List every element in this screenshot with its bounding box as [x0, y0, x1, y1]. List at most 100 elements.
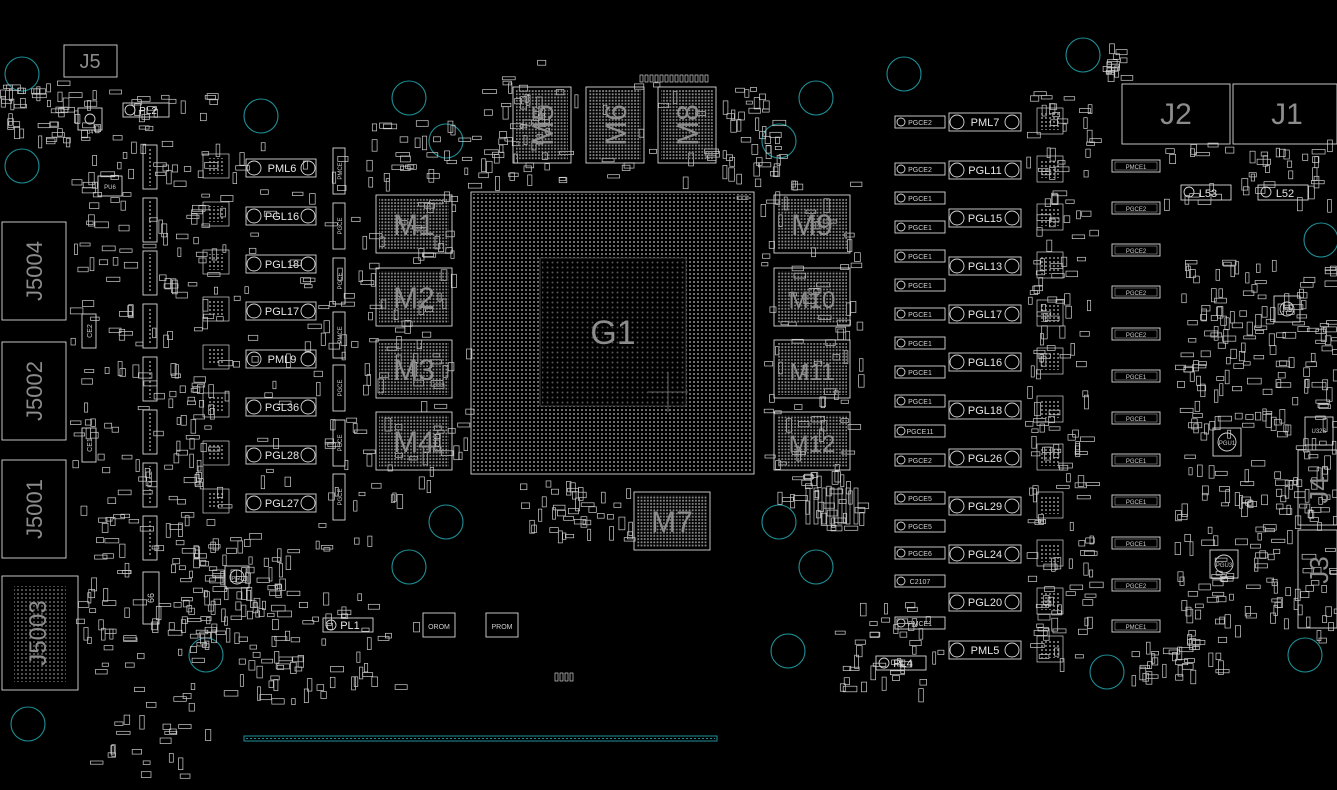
capacitor[interactable]: PGCE1 — [894, 249, 946, 263]
chip-pg0[interactable]: PG0 — [224, 565, 250, 589]
capacitor[interactable]: PGCE — [332, 364, 346, 412]
capacitor[interactable]: PGCE1 — [894, 307, 946, 321]
memory-chip[interactable]: M5 — [512, 86, 572, 164]
capacitor[interactable]: PGCE2 — [1111, 285, 1161, 299]
capacitor[interactable]: PGCE2 — [894, 453, 946, 467]
capacitor[interactable]: PGCE1 — [1111, 411, 1161, 425]
capacitor[interactable]: PGCE1 — [894, 394, 946, 408]
capacitor[interactable]: PMCE1 — [1111, 159, 1161, 173]
choke[interactable]: PML6 — [245, 158, 317, 178]
capacitor[interactable]: PGCE1 — [894, 278, 946, 292]
choke[interactable]: PGL18 — [245, 254, 317, 274]
capacitor[interactable]: PGCE1 — [1111, 494, 1161, 508]
capacitor-label: PGCE2 — [1126, 207, 1147, 213]
choke[interactable]: PGL17 — [948, 304, 1022, 324]
capacitor[interactable]: PGCE2 — [894, 115, 946, 129]
connector-j1[interactable]: J1 — [1232, 83, 1337, 145]
capacitor[interactable]: PGCE1 — [1111, 453, 1161, 467]
capacitor[interactable]: PGCE1 — [894, 365, 946, 379]
capacitor[interactable]: PGCE1 — [1111, 369, 1161, 383]
connector-j5002[interactable]: J5002 — [1, 341, 67, 441]
chip-u32s[interactable]: U32S — [1304, 416, 1334, 446]
connector-j4[interactable]: J4 — [1297, 449, 1337, 526]
cap-ce2[interactable]: CE2 — [81, 313, 97, 349]
memory-chip[interactable]: M3 — [375, 339, 453, 399]
chip-pgu1[interactable]: PGU1 — [1212, 427, 1242, 457]
chip-u4[interactable]: U4 — [77, 107, 103, 136]
chip-orom[interactable]: OROM — [422, 612, 456, 638]
choke[interactable]: PGL24 — [948, 544, 1022, 564]
choke[interactable]: PGL20 — [948, 592, 1022, 612]
part-66[interactable]: 66 — [142, 571, 160, 625]
memory-chip[interactable]: M10 — [773, 267, 851, 327]
capacitor[interactable]: PGCE2 — [1111, 201, 1161, 215]
inductor-l52[interactable]: L52 — [1257, 184, 1309, 201]
capacitor[interactable]: PGCE — [332, 473, 346, 521]
capacitor[interactable]: PMCE — [332, 311, 346, 359]
memory-chip[interactable]: M12 — [773, 411, 851, 471]
inductor-pl1[interactable]: PL1 — [322, 617, 374, 633]
chip-prom[interactable]: PROM — [485, 612, 519, 638]
connector-j3[interactable]: J3 — [1297, 529, 1337, 629]
chip-j5b[interactable]: J5B — [1273, 295, 1301, 323]
capacitor[interactable]: PGCE1 — [1111, 536, 1161, 550]
capacitor[interactable]: PGCE11 — [894, 424, 946, 438]
choke[interactable]: PGL17 — [245, 301, 317, 321]
memory-chip[interactable]: M11 — [773, 339, 851, 399]
capacitor[interactable]: PMCE1 — [894, 616, 946, 630]
capacitor[interactable]: PGCE — [332, 257, 346, 305]
memory-chip[interactable]: M2 — [375, 267, 453, 327]
choke[interactable]: PML7 — [948, 112, 1022, 132]
connector-j5003[interactable]: J5003 — [1, 575, 79, 691]
capacitor[interactable]: PGCE — [332, 202, 346, 250]
choke[interactable]: PGL28 — [245, 445, 317, 465]
capacitor[interactable]: PGCE5 — [894, 491, 946, 505]
choke[interactable]: PML9 — [245, 349, 317, 369]
capacitor[interactable]: PGCE1 — [894, 220, 946, 234]
choke[interactable]: PGL29 — [948, 496, 1022, 516]
connector-j5[interactable]: J5 — [63, 44, 118, 78]
capacitor[interactable]: PGCE6 — [894, 546, 946, 560]
memory-chip[interactable]: M9 — [773, 194, 851, 254]
capacitor[interactable]: PGCE2 — [894, 162, 946, 176]
choke[interactable]: PGL36 — [245, 397, 317, 417]
memory-chip[interactable]: M7 — [633, 491, 711, 551]
memory-chip[interactable]: M1 — [375, 194, 453, 254]
capacitor[interactable]: PGCE — [332, 419, 346, 467]
memory-chip[interactable]: M4 — [375, 411, 453, 471]
inductor-pl2[interactable]: PL2 — [122, 102, 170, 118]
choke[interactable]: PGL11 — [948, 160, 1022, 180]
capacitor[interactable]: PGCE2 — [1111, 243, 1161, 257]
connector-j2[interactable]: J2 — [1121, 83, 1231, 145]
capacitor[interactable]: PGCE2 — [1111, 327, 1161, 341]
memory-chip[interactable]: M8 — [657, 86, 717, 164]
connector-j5001[interactable]: J5001 — [1, 459, 67, 559]
choke[interactable]: PGL15 — [948, 208, 1022, 228]
choke[interactable]: PGL26 — [948, 448, 1022, 468]
memory-chip[interactable]: M6 — [585, 86, 645, 164]
capacitor[interactable]: PGCE1 — [894, 191, 946, 205]
smd-pad — [177, 247, 182, 257]
capacitor[interactable]: PGCE1 — [894, 336, 946, 350]
inductor-pl4[interactable]: PL4 — [875, 655, 927, 671]
capacitor[interactable]: PGCE5 — [894, 519, 946, 533]
choke[interactable]: PGL16 — [948, 352, 1022, 372]
choke[interactable]: PGL16 — [245, 206, 317, 226]
inductor-l53[interactable]: L53 — [1180, 184, 1232, 201]
choke[interactable]: PML5 — [948, 640, 1022, 660]
smd-pad — [57, 91, 63, 103]
choke[interactable]: PGL13 — [948, 256, 1022, 276]
capacitor[interactable]: PGCE2 — [1111, 578, 1161, 592]
connector-j5004[interactable]: J5004 — [1, 221, 67, 321]
chip-pu6[interactable]: PU6 — [97, 175, 123, 197]
choke[interactable]: PGL18 — [948, 400, 1022, 420]
capacitor[interactable]: PMCE1 — [1111, 619, 1161, 633]
choke[interactable]: PGL27 — [245, 493, 317, 513]
gpu-g1[interactable]: G1 — [470, 191, 755, 475]
capacitor[interactable]: C2107 — [894, 574, 946, 588]
chip-pgu3[interactable]: PGU3 — [1209, 549, 1239, 579]
cap-ce1[interactable]: CE1 — [81, 427, 97, 463]
smd-pad — [184, 515, 190, 527]
capacitor[interactable]: PMCE — [332, 147, 346, 195]
smd-pad — [829, 487, 835, 525]
